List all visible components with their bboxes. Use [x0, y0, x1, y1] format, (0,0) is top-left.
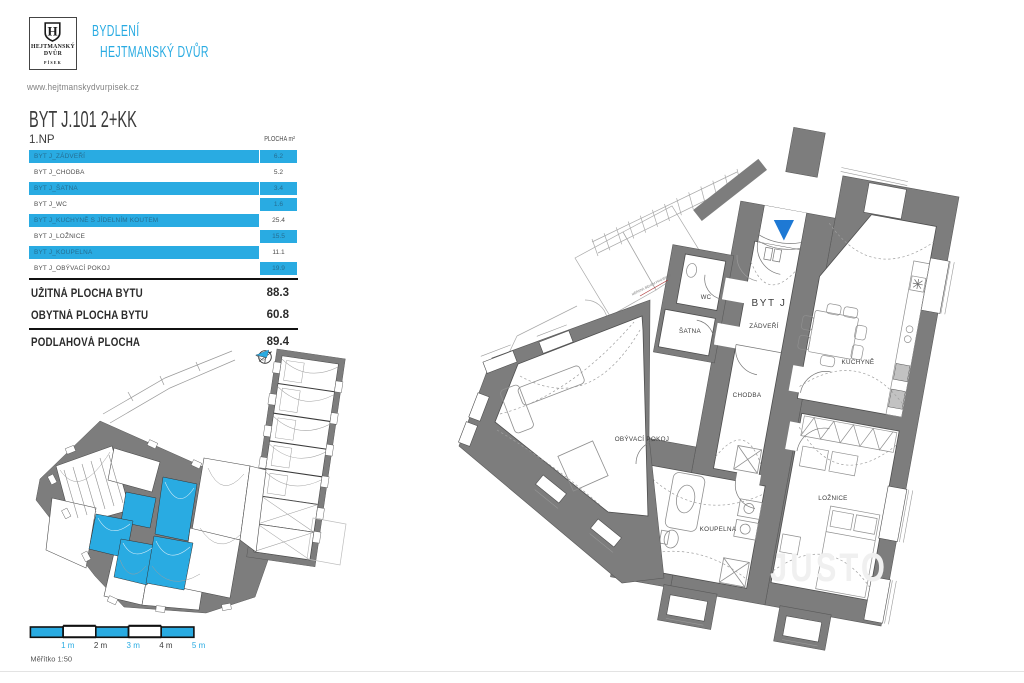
svg-text:KOUPELNA: KOUPELNA	[700, 526, 737, 533]
svg-text:ŠATNA: ŠATNA	[679, 326, 702, 335]
svg-text:1 m: 1 m	[61, 641, 75, 650]
svg-text:H: H	[47, 24, 57, 39]
svg-text:KUCHYNĚ: KUCHYNĚ	[842, 357, 875, 366]
svg-text:2 m: 2 m	[94, 641, 108, 650]
svg-text:JUSTO: JUSTO	[770, 546, 888, 590]
svg-text:Měřítko 1:50: Měřítko 1:50	[30, 655, 72, 664]
svg-text:WC: WC	[701, 295, 712, 301]
svg-text:OBÝVACÍ POKOJ: OBÝVACÍ POKOJ	[615, 434, 670, 443]
svg-text:LOŽNICE: LOŽNICE	[818, 493, 847, 502]
svg-text:5 m: 5 m	[192, 641, 206, 650]
svg-text:BYT J: BYT J	[751, 298, 786, 309]
svg-text:4 m: 4 m	[159, 641, 173, 650]
svg-text:3 m: 3 m	[127, 641, 141, 650]
svg-text:CHODBA: CHODBA	[733, 392, 762, 399]
svg-text:ZÁDVEŘÍ: ZÁDVEŘÍ	[749, 321, 778, 330]
